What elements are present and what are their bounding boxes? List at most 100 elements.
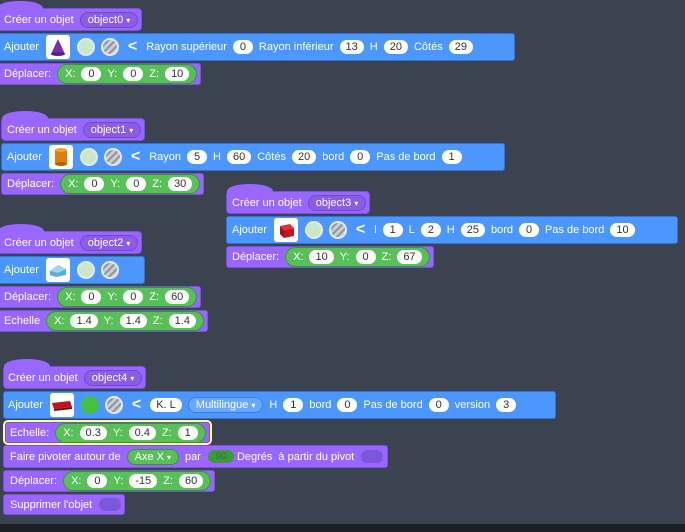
degrees-input[interactable]: 90 (207, 450, 234, 463)
param-input[interactable]: 0 (337, 398, 358, 412)
param-label: Pas de bord (545, 224, 605, 236)
param-input[interactable]: 3 (496, 398, 517, 412)
scale-block[interactable]: Echelle: X:0.3 Y:0.4 Z:1 (3, 420, 212, 445)
object-name-dropdown[interactable]: object3▾ (307, 194, 367, 211)
add-cone-block[interactable]: Ajouter < Rayon supérieur 0 Rayon inféri… (0, 33, 515, 61)
param-input[interactable]: 13 (339, 40, 364, 54)
object-name-dropdown[interactable]: object1▾ (82, 121, 142, 138)
texture-picker[interactable] (100, 261, 119, 279)
param-label: l (374, 224, 377, 236)
object-name-dropdown[interactable]: object2▾ (79, 234, 139, 251)
object-name-dropdown[interactable]: object0▾ (79, 11, 139, 28)
param-input[interactable]: 0 (232, 40, 253, 54)
z-input[interactable]: 30 (168, 177, 193, 191)
x-input[interactable]: 1.4 (70, 314, 98, 328)
text-shape-thumbnail[interactable] (49, 393, 74, 417)
object-slot[interactable] (99, 498, 122, 511)
y-input[interactable]: 0 (126, 177, 147, 191)
x-input[interactable]: 0 (81, 290, 102, 304)
z-label: Z: (381, 251, 392, 263)
cone-shape-thumbnail[interactable] (45, 35, 70, 59)
create-object3-block[interactable]: Créer un objet object3▾ (226, 184, 371, 214)
font-dropdown[interactable]: Multilingue▾ (187, 397, 264, 413)
param-label: H (213, 151, 221, 163)
param-input[interactable]: 1 (382, 223, 403, 237)
move-block[interactable]: Déplacer: X:10 Y:0 Z:67 (226, 246, 434, 268)
y-input[interactable]: 0 (123, 67, 144, 81)
object-name-dropdown[interactable]: object4▾ (83, 369, 143, 386)
add-cylinder-block[interactable]: Ajouter < Rayon 5 H 60 Côtés 20 bord 0 P… (1, 143, 505, 171)
texture-picker[interactable] (100, 38, 119, 56)
param-input[interactable]: 0 (519, 223, 540, 237)
color-picker[interactable] (76, 38, 95, 56)
pivot-slot[interactable] (361, 450, 384, 463)
collapse-chevron-icon[interactable]: < (130, 148, 141, 165)
param-input[interactable]: 20 (291, 150, 317, 164)
color-picker[interactable] (76, 261, 95, 279)
z-input[interactable]: 10 (165, 67, 190, 81)
z-input[interactable]: 1 (177, 425, 198, 440)
param-label: H (269, 399, 278, 411)
create-object0-block[interactable]: Créer un objet object0▾ (0, 1, 143, 31)
y-input[interactable]: 0 (123, 290, 144, 304)
x-input[interactable]: 0 (84, 177, 105, 191)
move-block[interactable]: Déplacer: X:0 Y:0 Z:10 (0, 63, 202, 85)
param-input[interactable]: 25 (460, 223, 485, 237)
texture-picker[interactable] (103, 148, 122, 166)
x-input[interactable]: 0 (81, 67, 102, 81)
color-picker[interactable] (304, 221, 323, 239)
add-box-block[interactable]: Ajouter < l 1 L 2 H 25 bord 0 Pas de bor… (226, 216, 678, 244)
param-input[interactable]: 0 (428, 398, 449, 412)
collapse-chevron-icon[interactable]: < (355, 221, 366, 238)
cylinder-shape-thumbnail[interactable] (48, 145, 73, 169)
z-input[interactable]: 60 (178, 474, 204, 488)
collapse-chevron-icon[interactable]: < (127, 38, 138, 55)
create-object-label: Créer un objet (7, 123, 77, 136)
color-picker[interactable] (79, 148, 98, 166)
x-input[interactable]: 0.3 (79, 425, 107, 440)
delete-object-block[interactable]: Supprimer l'objet (3, 494, 126, 515)
y-label: Y: (113, 475, 124, 487)
param-input[interactable]: 0 (350, 150, 371, 164)
create-object2-block[interactable]: Créer un objet object2▾ (0, 224, 143, 254)
z-label: Z: (152, 178, 163, 190)
add-shape-block[interactable]: Ajouter (0, 256, 145, 284)
add-label: Ajouter (232, 224, 267, 236)
y-input[interactable]: 1.4 (119, 314, 147, 328)
texture-picker[interactable] (328, 221, 347, 239)
create-object1-block[interactable]: Créer un objet object1▾ (1, 111, 146, 141)
y-input[interactable]: 0 (355, 250, 376, 264)
texture-picker[interactable] (104, 396, 123, 414)
param-input[interactable]: 5 (187, 150, 207, 164)
param-label: Rayon supérieur (146, 41, 227, 53)
move-block[interactable]: Déplacer: X:0 Y:-15 Z:60 (3, 470, 216, 492)
param-input[interactable]: 1 (441, 150, 462, 164)
wedge-shape-thumbnail[interactable] (45, 258, 70, 282)
z-input[interactable]: 67 (397, 250, 422, 264)
x-input[interactable]: 10 (309, 250, 334, 264)
axis-dropdown[interactable]: Axe X▾ (126, 448, 180, 465)
param-input[interactable]: 10 (610, 223, 635, 237)
z-input[interactable]: 60 (165, 290, 190, 304)
add-text-block[interactable]: Ajouter < K. L Multilingue▾ H 1 bord 0 P… (3, 391, 556, 419)
rotate-block[interactable]: Faire pivoter autour de Axe X▾ par 90 De… (3, 445, 389, 468)
param-input[interactable]: 29 (448, 40, 473, 54)
param-input[interactable]: 60 (226, 150, 252, 164)
color-picker[interactable] (80, 396, 99, 414)
scale-block[interactable]: Echelle X:1.4 Y:1.4 Z:1.4 (0, 310, 208, 332)
move-block[interactable]: Déplacer: X:0 Y:0 Z:60 (0, 286, 202, 308)
param-label: L (408, 224, 415, 236)
text-input[interactable]: K. L (150, 398, 182, 412)
collapse-chevron-icon[interactable]: < (131, 396, 142, 413)
param-input[interactable]: 1 (283, 398, 304, 412)
param-input[interactable]: 20 (383, 40, 408, 54)
y-input[interactable]: 0.4 (128, 425, 156, 440)
box-shape-thumbnail[interactable] (273, 218, 298, 242)
x-input[interactable]: 0 (87, 474, 108, 488)
param-label: Rayon inférieur (258, 41, 334, 53)
param-input[interactable]: 2 (420, 223, 441, 237)
z-input[interactable]: 1.4 (168, 314, 196, 328)
create-object4-block[interactable]: Créer un objet object4▾ (3, 359, 147, 389)
move-block[interactable]: Déplacer: X:0 Y:0 Z:30 (1, 173, 205, 195)
y-input[interactable]: -15 (129, 474, 158, 488)
